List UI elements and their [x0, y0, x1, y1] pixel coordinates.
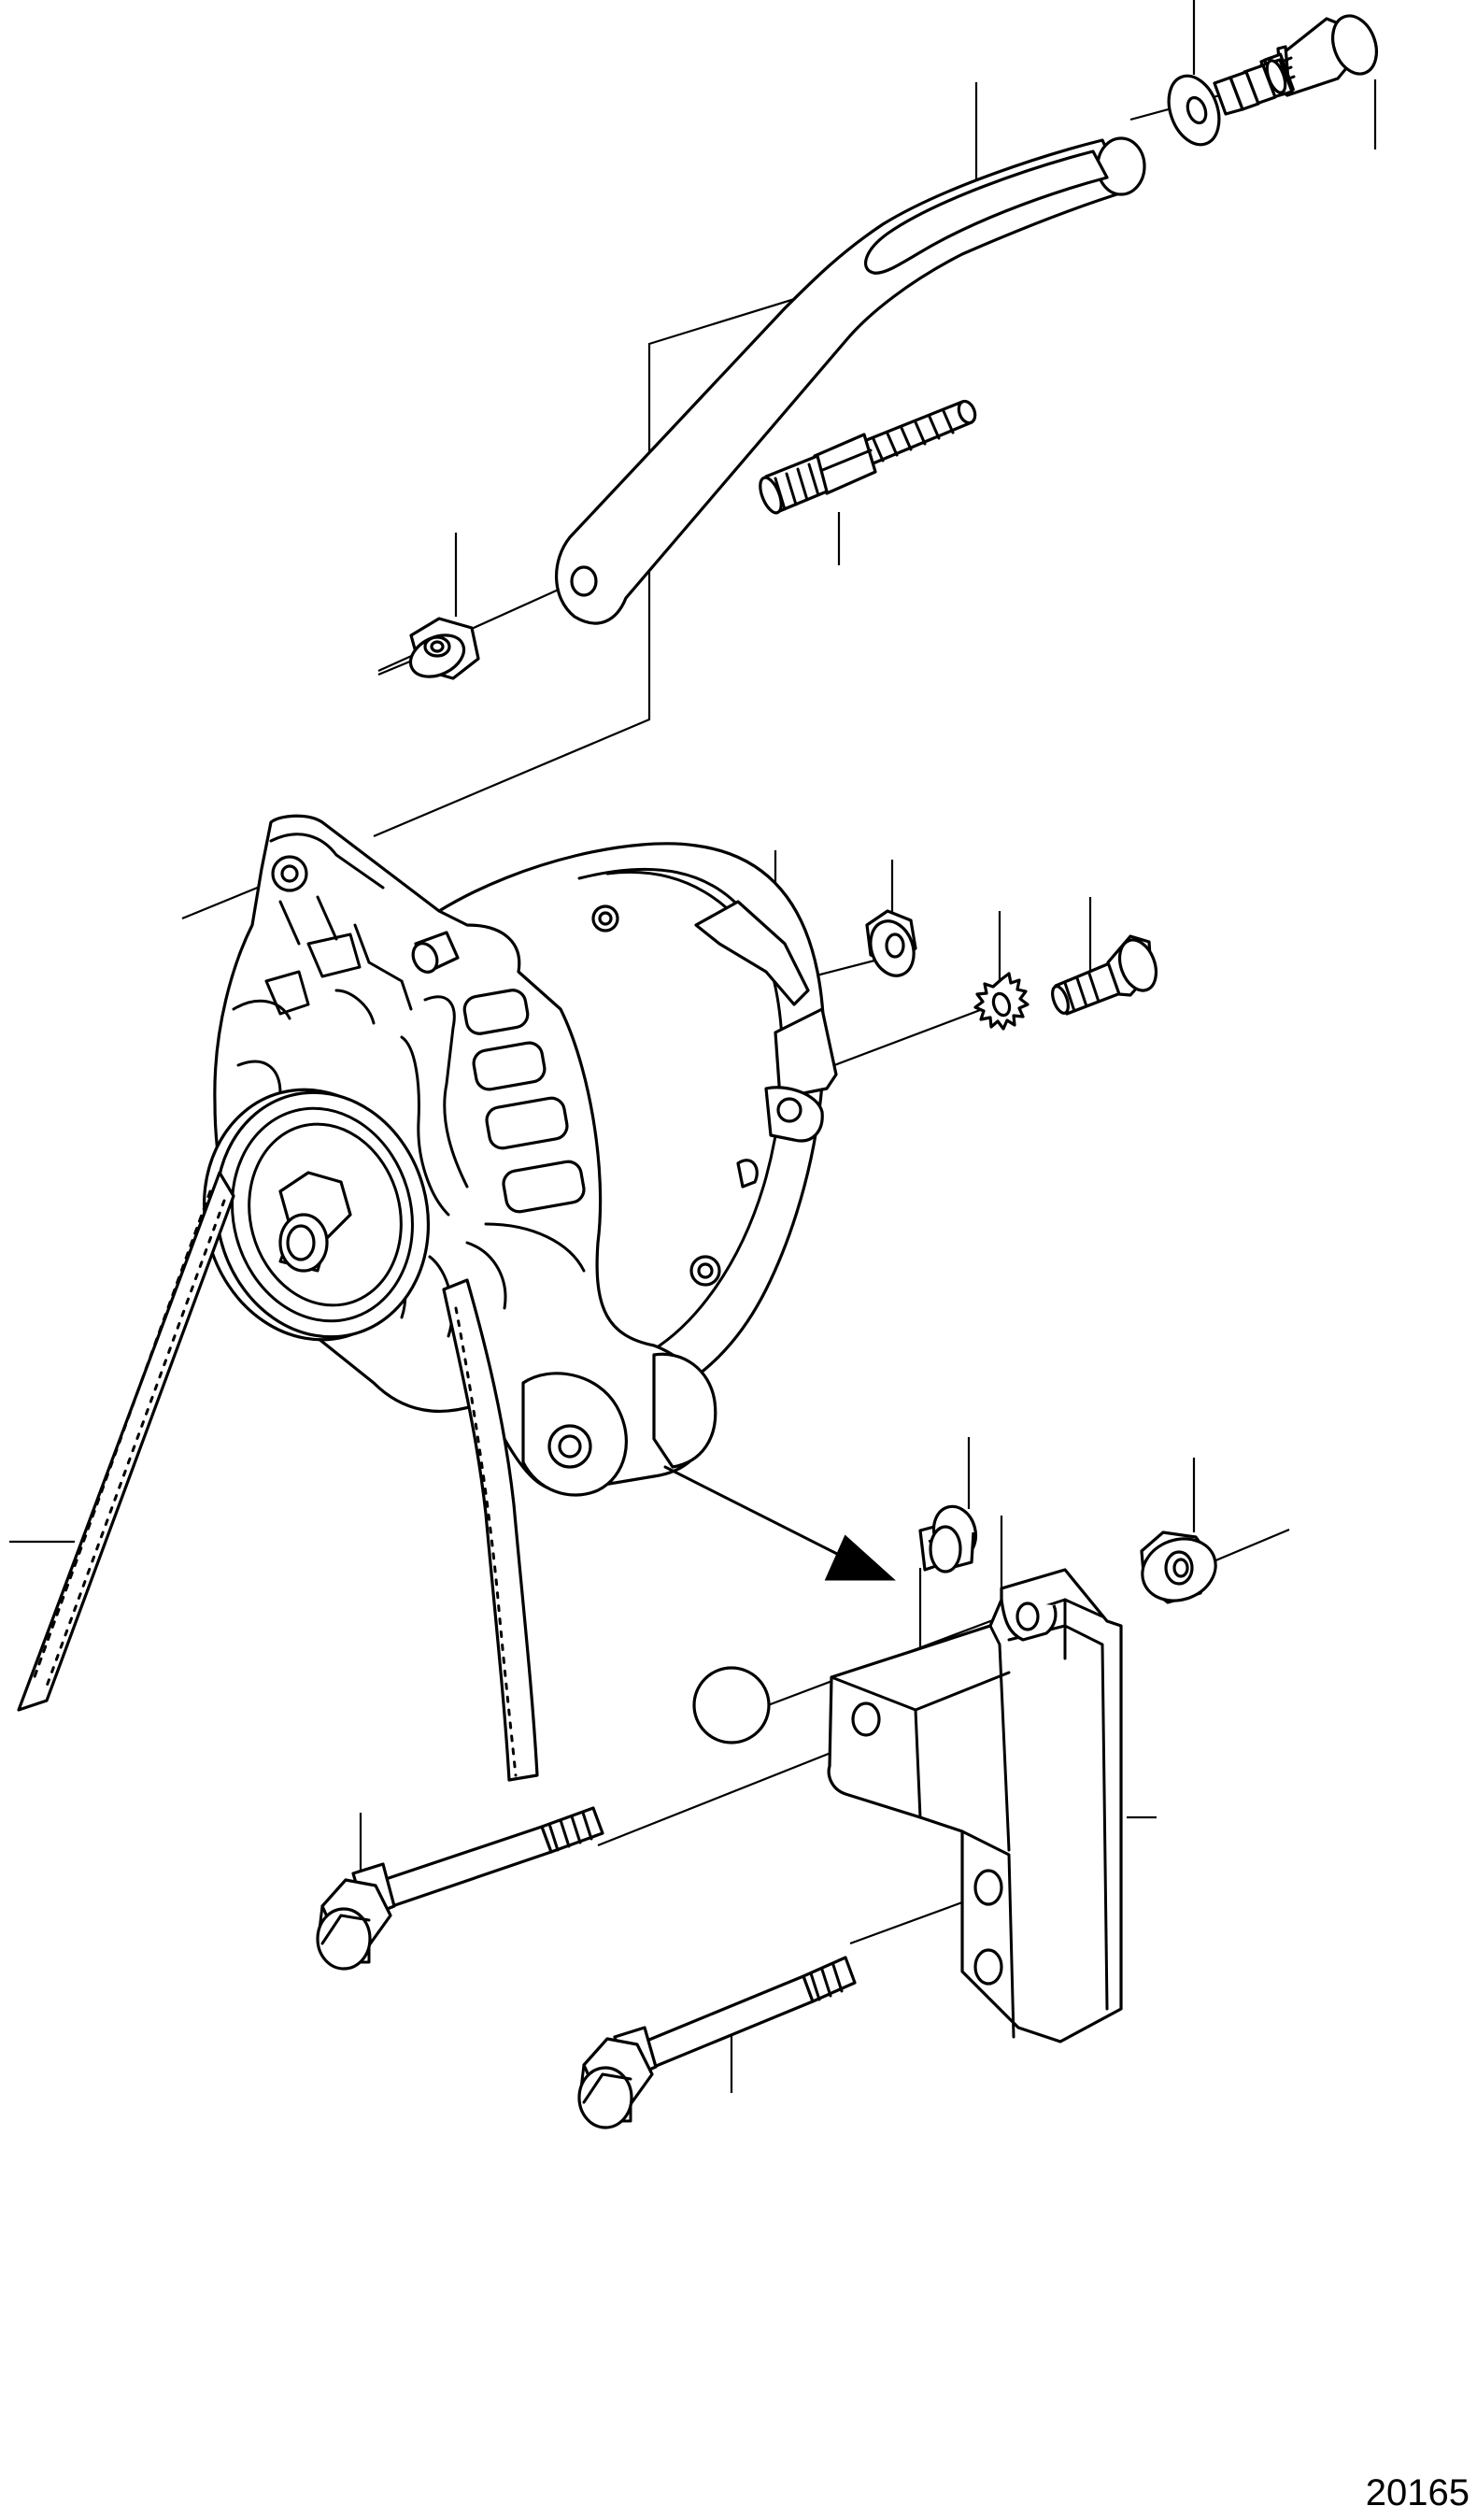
stud-bolt: [759, 399, 977, 515]
lock-washer: [973, 972, 1030, 1031]
figure-number: 20165: [1365, 2472, 1470, 2513]
adjusting-bracket: [554, 136, 1146, 625]
upper-washer: [1167, 74, 1221, 147]
bracket-flange-nut: [408, 617, 480, 680]
long-bolt: [316, 1806, 604, 1971]
bracket-nut: [1140, 1531, 1217, 1604]
drive-belt: [17, 1171, 539, 1782]
mounting-bracket: [827, 1568, 1123, 2043]
alternator-nut: [865, 909, 917, 977]
alternator-screw: [1051, 934, 1158, 1016]
reference-circle: [692, 1666, 771, 1744]
alternator: [202, 814, 838, 1497]
lower-bolt: [577, 1956, 857, 2129]
direction-arrow: [663, 1465, 896, 1581]
upper-screw-shank: [1213, 58, 1294, 116]
